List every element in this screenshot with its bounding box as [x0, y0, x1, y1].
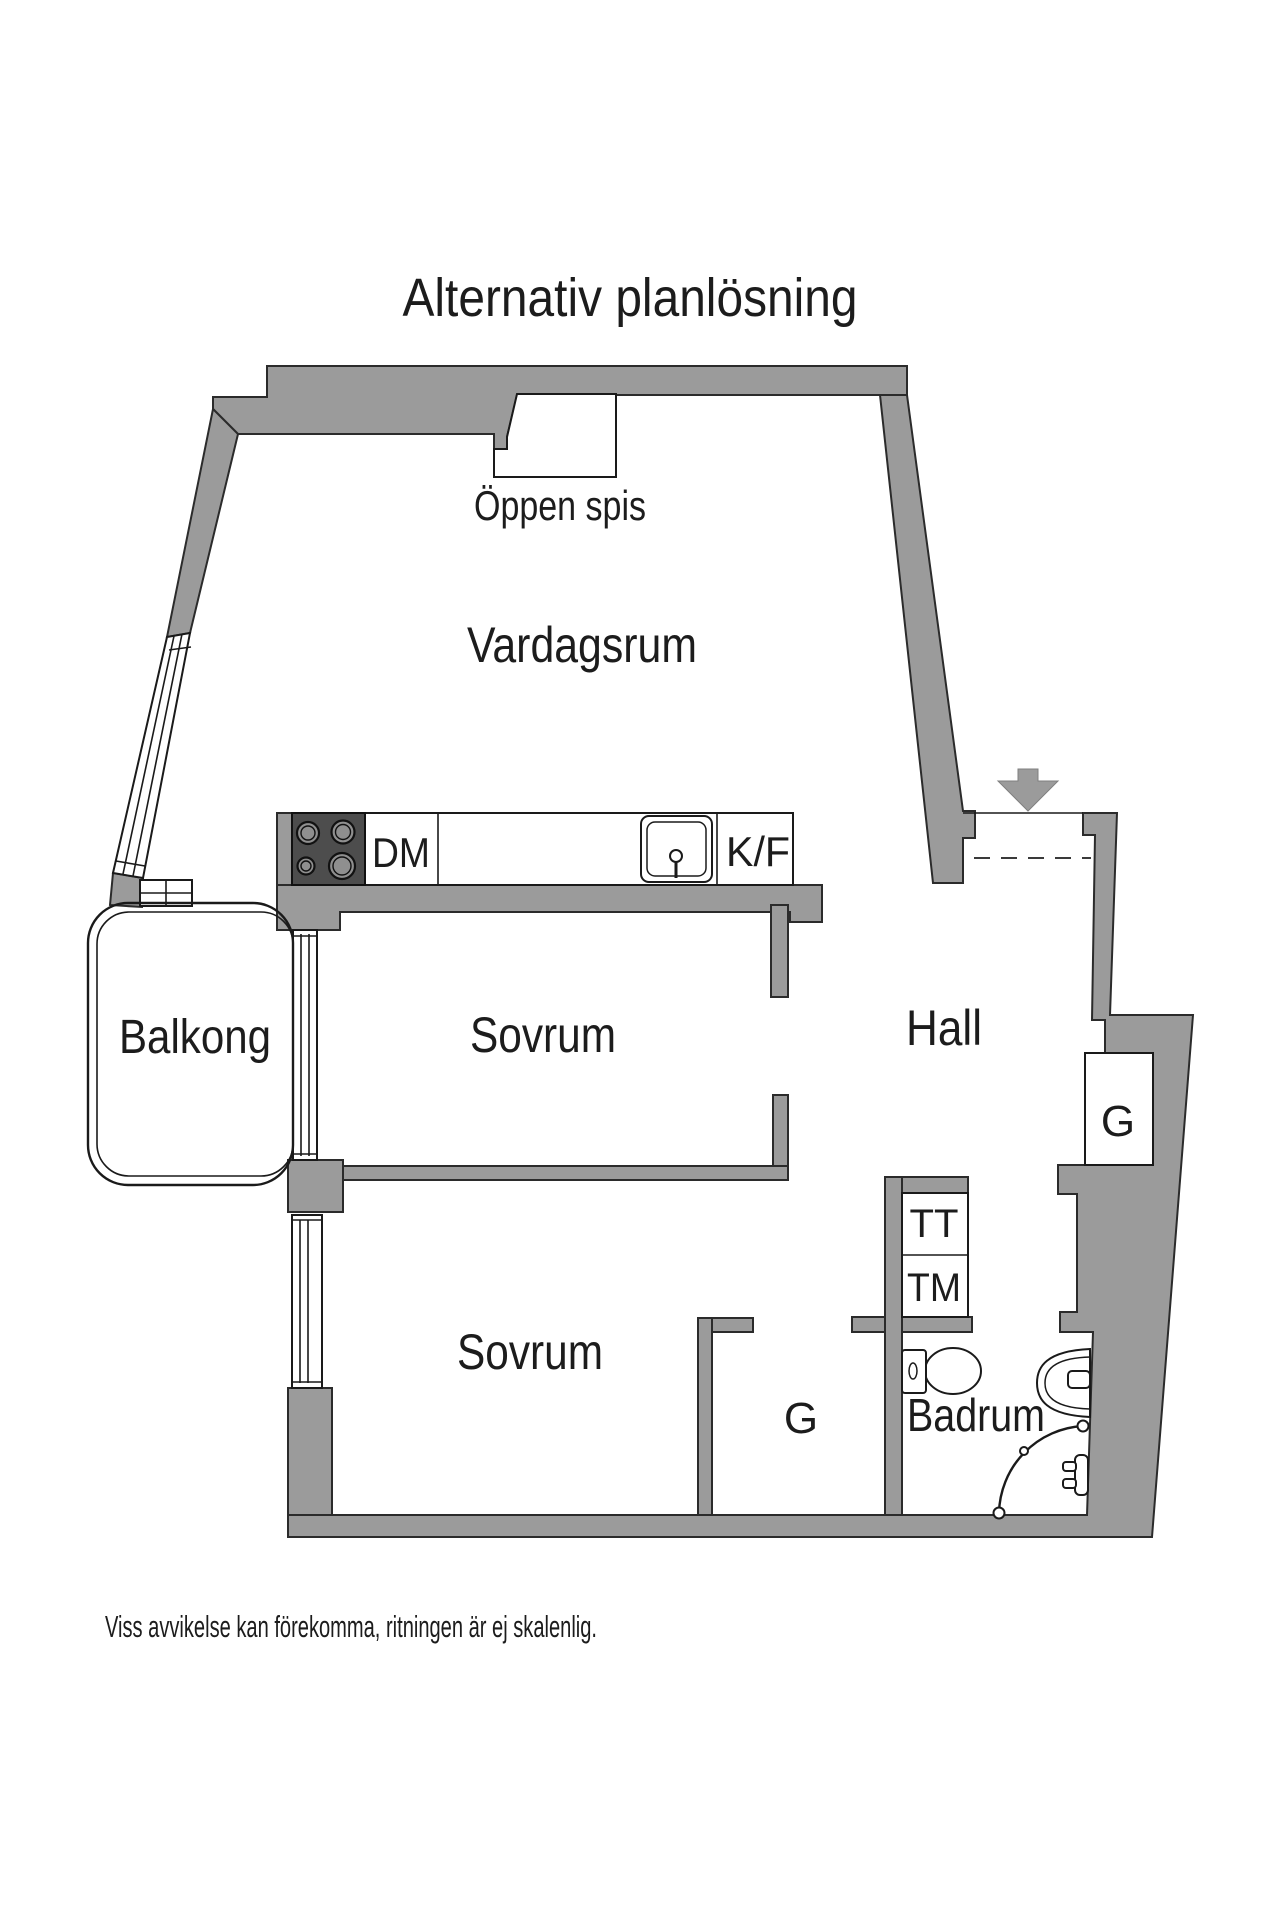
kitchen-counter [291, 812, 794, 886]
walls [108, 365, 1195, 1538]
label-vardagsrum: Vardagsrum [467, 617, 697, 673]
entrance-arrow-icon [996, 768, 1060, 812]
label-tm: TM [907, 1266, 961, 1310]
shower-icon [992, 1419, 1090, 1520]
label-balkong: Balkong [119, 1011, 271, 1064]
bedroom1-door-stub-upper [770, 904, 789, 998]
label-g-bedroom: G [784, 1394, 818, 1443]
bathroom-left-wall [884, 1176, 903, 1516]
washbasin-icon [1035, 1347, 1091, 1419]
label-kf: K/F [726, 828, 790, 875]
bedroom-divider-wall [342, 1165, 789, 1181]
fireplace [493, 393, 617, 478]
west-slanted-wall [165, 406, 240, 639]
bathroom-door-stub-right [901, 1316, 973, 1333]
entrance [963, 768, 1091, 859]
livingroom-right-wall [878, 394, 976, 884]
west-wall-block [287, 1159, 344, 1213]
label-dm: DM [372, 829, 430, 876]
label-sovrum-2: Sovrum [457, 1324, 603, 1380]
bedroom2-closet-wall [697, 1317, 713, 1516]
bedroom2-window-icon [291, 1214, 323, 1389]
bedroom1-door-stub-lower [772, 1094, 789, 1167]
label-sovrum-1: Sovrum [470, 1007, 616, 1063]
bedroom2-closet-stub [711, 1317, 754, 1333]
sink-icon [640, 815, 713, 883]
kitchen-row [291, 812, 794, 886]
laundry-column [901, 1192, 969, 1318]
page-title: Alternativ planlösning [403, 268, 858, 328]
livingroom-window-icon [111, 631, 192, 880]
windows [111, 631, 323, 1389]
balcony-outline [86, 901, 295, 1187]
bedroom2-west-wall [287, 1387, 333, 1516]
footer-note: Viss avvikelse kan förekomma, ritningen … [105, 1609, 597, 1644]
balcony-door-icon [139, 879, 193, 907]
toilet-icon [901, 1347, 982, 1395]
label-badrum: Badrum [907, 1389, 1045, 1441]
label-oppen-spis: Öppen spis [474, 482, 646, 529]
label-g-hall: G [1101, 1097, 1135, 1146]
bedroom1-window-icon [292, 929, 318, 1161]
kitchen-left-wall [276, 812, 293, 886]
bathroom-door-stub-left [851, 1316, 886, 1333]
hall-wardrobe-box [1084, 1052, 1154, 1166]
kitchen-bottom-wall [276, 884, 823, 931]
laundry-top-wall [901, 1176, 969, 1194]
stove-icon [291, 812, 366, 886]
label-hall: Hall [906, 1000, 982, 1056]
label-tt: TT [910, 1202, 959, 1246]
bathroom-fixtures [901, 1347, 1091, 1520]
